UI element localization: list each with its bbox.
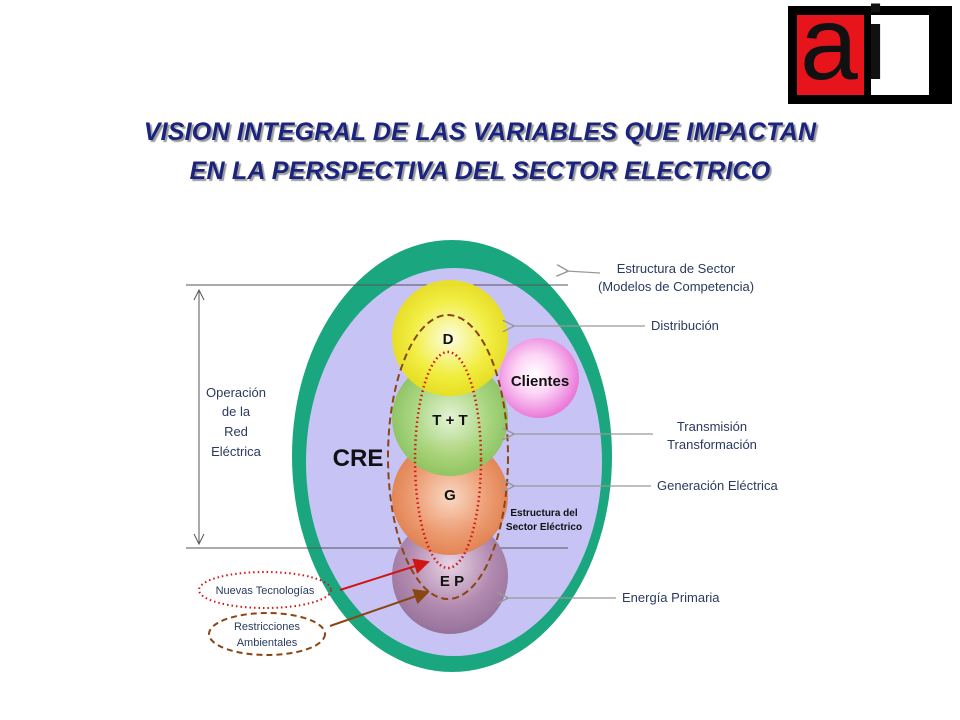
- logo-letter-i: i: [864, 0, 888, 102]
- label-energia: Energía Primaria: [622, 590, 720, 605]
- label-nuevas-tecnologias: Nuevas Tecnologías: [216, 585, 315, 597]
- brown-dashed-ellipse: [387, 314, 509, 600]
- label-estructura-line2: (Modelos de Competencia): [598, 279, 754, 294]
- label-restricciones-line1: Restricciones: [234, 621, 301, 633]
- clientes-circle: [499, 338, 579, 418]
- logo-red-block: [797, 15, 864, 95]
- title-line-1: VISION INTEGRAL DE LAS VARIABLES QUE IMP…: [143, 118, 817, 146]
- logo-white-block: [871, 15, 929, 95]
- nuevas-tecnologias-ring: [198, 571, 332, 609]
- label-restricciones-line2: Ambientales: [237, 637, 298, 649]
- left-label-line3: Red: [224, 424, 248, 439]
- ep-label: E P: [440, 573, 464, 590]
- label-transmision-line1: Transmisión: [677, 419, 747, 434]
- restricciones-ring: [208, 612, 326, 656]
- d-label: D: [443, 331, 454, 348]
- title-line-2: EN LA PERSPECTIVA DEL SECTOR ELECTRICO: [189, 157, 771, 185]
- arrow-estructura: [566, 271, 601, 273]
- logo-letter-a: a: [800, 0, 858, 102]
- label-estructura-line1: Estructura de Sector: [617, 261, 736, 276]
- tt-label: T + T: [432, 412, 467, 429]
- brown-arrow: [329, 589, 430, 627]
- d-circle: [392, 280, 508, 396]
- left-label-line1: Operación: [206, 385, 266, 400]
- red-dotted-ellipse: [413, 350, 483, 570]
- inner-caption-line1: Estructura del: [510, 508, 577, 519]
- left-label-line2: de la: [222, 404, 251, 419]
- cre-label: CRE: [333, 445, 384, 472]
- ai-logo: a i: [788, 0, 952, 104]
- g-label: G: [444, 487, 456, 504]
- label-generacion: Generación Eléctrica: [657, 478, 778, 493]
- inner-caption-line2: Sector Eléctrico: [506, 522, 582, 533]
- label-distribucion: Distribución: [651, 318, 719, 333]
- red-arrow: [339, 558, 430, 591]
- clientes-label: Clientes: [511, 373, 569, 390]
- label-transmision-line2: Transformación: [667, 437, 757, 452]
- tt-circle: [392, 360, 508, 476]
- left-label-line4: Eléctrica: [211, 444, 262, 459]
